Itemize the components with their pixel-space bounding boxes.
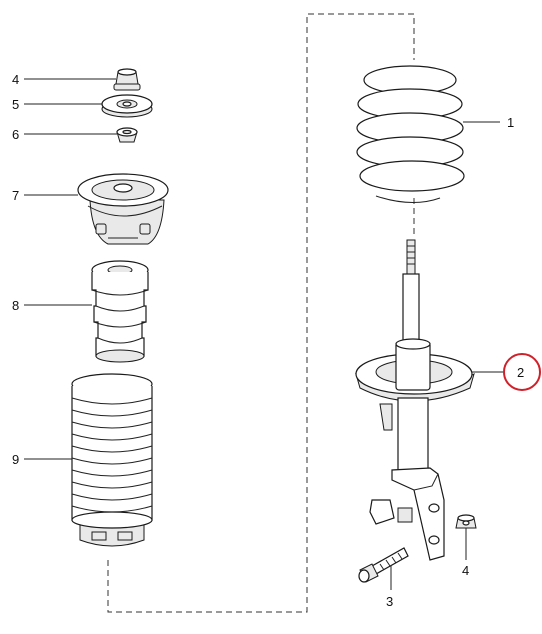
callout-5: 5	[12, 97, 19, 112]
callout-7: 7	[12, 188, 19, 203]
callout-4-bottom: 4	[462, 563, 469, 578]
part-4-top-nut	[113, 68, 141, 91]
callout-4-top: 4	[12, 72, 19, 87]
part-7-top-mount	[77, 173, 169, 245]
part-1-coil-spring	[356, 65, 465, 204]
callout-2-highlight-circle	[503, 353, 541, 391]
part-8-bump-stop	[91, 260, 149, 363]
callouts: 4 5 6 7 8 9 1 3 4 2	[12, 72, 541, 609]
assembly-dashed-outline	[107, 13, 415, 613]
callout-3: 3	[386, 594, 393, 609]
callout-1: 1	[507, 115, 514, 130]
callout-9: 9	[12, 452, 19, 467]
part-3-bolt	[358, 547, 409, 583]
leader-lines	[24, 78, 503, 590]
part-5-upper-washer	[101, 94, 153, 118]
part-9-bellows-boot	[71, 373, 153, 547]
callout-8: 8	[12, 298, 19, 313]
part-4-bottom-nut	[455, 514, 477, 529]
part-2-shock-absorber	[355, 239, 475, 561]
part-6-bushing	[116, 127, 138, 143]
callout-2: 2	[517, 365, 524, 380]
callout-6: 6	[12, 127, 19, 142]
